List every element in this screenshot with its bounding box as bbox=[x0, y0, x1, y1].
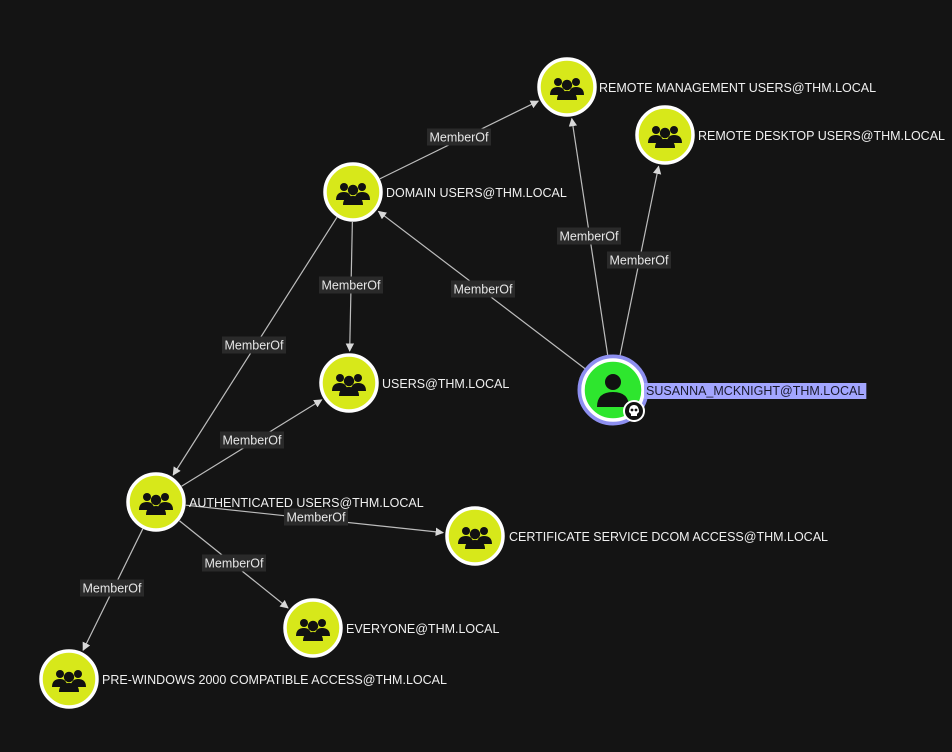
nodes-layer: REMOTE MANAGEMENT USERS@THM.LOCAL REMOTE … bbox=[39, 57, 945, 709]
edge-label-text: MemberOf bbox=[222, 434, 282, 448]
edge-label[interactable]: MemberOf bbox=[427, 128, 491, 146]
edge-label-bg bbox=[607, 251, 671, 269]
edge-label[interactable]: MemberOf bbox=[284, 508, 348, 526]
node-label: CERTIFICATE SERVICE DCOM ACCESS@THM.LOCA… bbox=[509, 530, 828, 544]
edge-label[interactable]: MemberOf bbox=[319, 276, 383, 294]
edge-label-text: MemberOf bbox=[204, 557, 264, 571]
node-auth[interactable]: AUTHENTICATED USERS@THM.LOCAL bbox=[126, 472, 424, 532]
edge-labels-layer: MemberOfMemberOfMemberOfMemberOfMemberOf… bbox=[80, 128, 671, 597]
group-icon bbox=[336, 183, 370, 205]
edge-label-text: MemberOf bbox=[559, 230, 619, 244]
group-icon bbox=[550, 78, 584, 100]
edge-label-bg bbox=[427, 128, 491, 146]
edge-label-bg bbox=[284, 508, 348, 526]
group-icon bbox=[332, 374, 366, 396]
edge-label-text: MemberOf bbox=[609, 254, 669, 268]
node-rmu[interactable]: REMOTE MANAGEMENT USERS@THM.LOCAL bbox=[537, 57, 876, 117]
edge-label-text: MemberOf bbox=[82, 582, 142, 596]
node-prewin[interactable]: PRE-WINDOWS 2000 COMPATIBLE ACCESS@THM.L… bbox=[39, 649, 447, 709]
edge-label-bg bbox=[319, 276, 383, 294]
node-cert[interactable]: CERTIFICATE SERVICE DCOM ACCESS@THM.LOCA… bbox=[445, 506, 828, 566]
edge-label-text: MemberOf bbox=[429, 131, 489, 145]
edge-label-text: MemberOf bbox=[286, 511, 346, 525]
edge-label[interactable]: MemberOf bbox=[202, 554, 266, 572]
group-icon bbox=[648, 126, 682, 148]
node-everyone[interactable]: EVERYONE@THM.LOCAL bbox=[283, 598, 500, 658]
node-label: AUTHENTICATED USERS@THM.LOCAL bbox=[189, 496, 424, 510]
edge-label-text: MemberOf bbox=[321, 279, 381, 293]
node-label: USERS@THM.LOCAL bbox=[382, 377, 509, 391]
edge-label[interactable]: MemberOf bbox=[607, 251, 671, 269]
group-icon bbox=[296, 619, 330, 641]
node-users[interactable]: USERS@THM.LOCAL bbox=[319, 353, 509, 413]
node-label: EVERYONE@THM.LOCAL bbox=[346, 622, 500, 636]
node-label: SUSANNA_MCKNIGHT@THM.LOCAL bbox=[646, 384, 864, 398]
node-label: REMOTE MANAGEMENT USERS@THM.LOCAL bbox=[599, 81, 876, 95]
skull-icon bbox=[623, 400, 645, 422]
edge-label-bg bbox=[451, 280, 515, 298]
edge-label-bg bbox=[80, 579, 144, 597]
node-label: REMOTE DESKTOP USERS@THM.LOCAL bbox=[698, 129, 945, 143]
edge-label[interactable]: MemberOf bbox=[451, 280, 515, 298]
node-susanna[interactable]: SUSANNA_MCKNIGHT@THM.LOCAL bbox=[577, 354, 867, 426]
group-icon bbox=[52, 670, 86, 692]
edge-label-text: MemberOf bbox=[453, 283, 513, 297]
edge-label-bg bbox=[220, 431, 284, 449]
node-du[interactable]: DOMAIN USERS@THM.LOCAL bbox=[323, 162, 567, 222]
edge-label-text: MemberOf bbox=[224, 339, 284, 353]
group-icon bbox=[139, 493, 173, 515]
node-label: DOMAIN USERS@THM.LOCAL bbox=[386, 186, 567, 200]
edge-label-bg bbox=[557, 227, 621, 245]
selected-label-bg bbox=[644, 383, 867, 399]
edge-label-bg bbox=[202, 554, 266, 572]
edge-label[interactable]: MemberOf bbox=[220, 431, 284, 449]
edge-label[interactable]: MemberOf bbox=[222, 336, 286, 354]
edge-label[interactable]: MemberOf bbox=[557, 227, 621, 245]
edge-label[interactable]: MemberOf bbox=[80, 579, 144, 597]
user-icon bbox=[597, 374, 629, 407]
node-rdu[interactable]: REMOTE DESKTOP USERS@THM.LOCAL bbox=[635, 105, 945, 165]
node-label: PRE-WINDOWS 2000 COMPATIBLE ACCESS@THM.L… bbox=[102, 673, 447, 687]
group-icon bbox=[458, 527, 492, 549]
edge-label-bg bbox=[222, 336, 286, 354]
